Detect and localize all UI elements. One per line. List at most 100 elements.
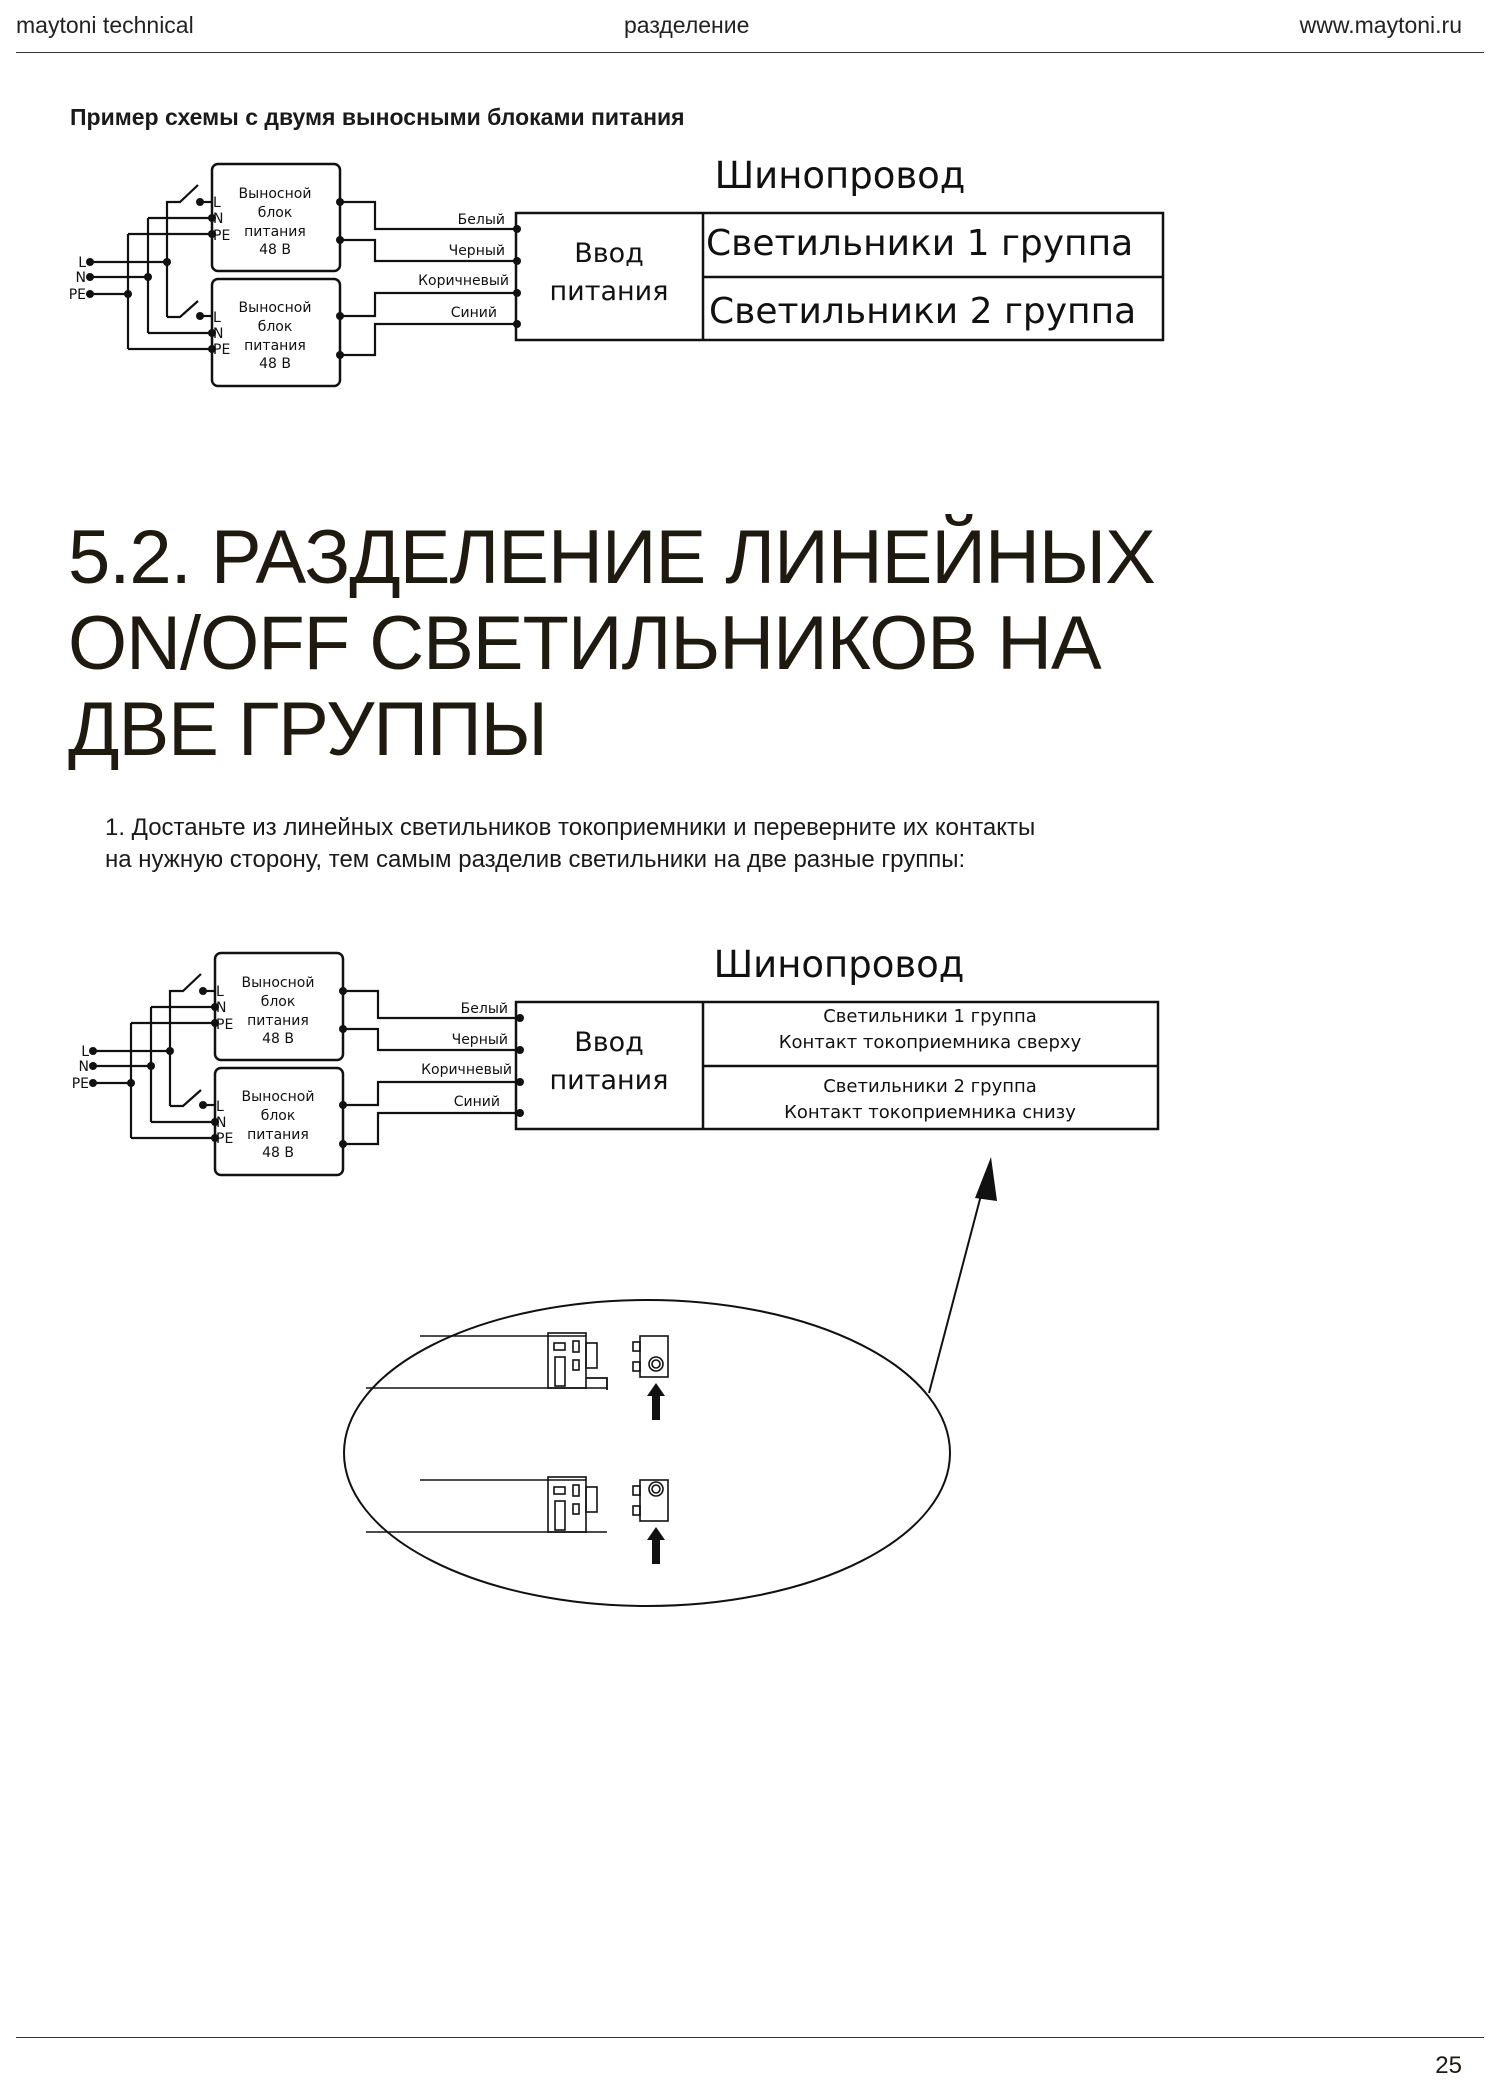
track-title: Шинопровод [715, 154, 966, 197]
callout-arrowhead [975, 1157, 997, 1201]
junction-dot [211, 1134, 219, 1142]
svg-text:питания: питания [550, 276, 669, 307]
svg-text:PE: PE [216, 1131, 233, 1147]
header-section: разделение [624, 12, 750, 38]
junction-dot [86, 290, 94, 298]
junction-dot [516, 1014, 524, 1022]
junction-dot [339, 1025, 347, 1033]
junction-dot [208, 329, 216, 337]
wiring-diagram-1: Выносной блок питания 48 В Выносной блок… [69, 154, 1165, 388]
wire [343, 1027, 520, 1052]
wire [343, 989, 520, 1020]
junction-dot [516, 1046, 524, 1054]
slot [553, 1342, 566, 1351]
junction-dot [336, 198, 344, 206]
group-1-contact-note: Контакт токоприемника сверху [779, 1032, 1082, 1053]
junction-dot [339, 987, 347, 995]
wire [167, 300, 199, 319]
power-input-label: Ввод [574, 238, 644, 269]
wire [343, 1111, 520, 1146]
group-2-label: Светильники 2 группа [823, 1076, 1037, 1097]
wire [340, 322, 517, 357]
svg-text:PE: PE [213, 342, 230, 358]
diagram-caption: Пример схемы с двумя выносными блоками п… [70, 104, 685, 130]
svg-text:питания: питания [244, 338, 306, 354]
junction-dot [196, 198, 204, 206]
contact-pin [632, 1485, 641, 1496]
junction-dot [208, 230, 216, 238]
junction-dot [86, 273, 94, 281]
svg-text:48 В: 48 В [262, 1031, 294, 1047]
junction-dot [166, 1047, 174, 1055]
junction-dot [336, 236, 344, 244]
svg-text:PE: PE [216, 1017, 233, 1033]
svg-text:48 В: 48 В [262, 1145, 294, 1161]
contact-ring [648, 1481, 664, 1497]
wire [170, 1089, 202, 1108]
svg-text:N: N [216, 1115, 226, 1131]
svg-text:N: N [76, 270, 86, 286]
header-divider [16, 52, 1484, 53]
svg-text:PE: PE [72, 1076, 89, 1092]
junction-dot [516, 1109, 524, 1117]
junction-dot [127, 1079, 135, 1087]
wire-blue-label: Синий [451, 305, 497, 321]
svg-text:Выносной: Выносной [239, 186, 312, 202]
slot [572, 1484, 580, 1497]
wire [340, 238, 517, 263]
wire [343, 1080, 520, 1107]
wire-black-label: Черный [449, 243, 505, 259]
contact-pin [632, 1361, 641, 1372]
detail-ellipse [343, 1299, 951, 1607]
junction-dot [144, 273, 152, 281]
up-arrow-icon [647, 1527, 665, 1564]
wire-brown-label: Коричневый [418, 273, 509, 289]
slot [553, 1486, 566, 1495]
wire [340, 200, 517, 231]
svg-text:питания: питания [247, 1127, 309, 1143]
current-collector-tab [585, 1342, 598, 1369]
header-brand: maytoni technical [16, 12, 194, 38]
junction-dot [516, 1078, 524, 1086]
latch [554, 1500, 566, 1531]
junction-dot [124, 290, 132, 298]
wire [340, 291, 517, 318]
contact-ring [651, 1359, 661, 1369]
contact-ring [651, 1484, 661, 1494]
svg-text:N: N [216, 1000, 226, 1016]
slot [572, 1340, 580, 1353]
slot [572, 1359, 580, 1371]
svg-text:L: L [216, 1099, 224, 1115]
svg-text:Выносной: Выносной [242, 1089, 315, 1105]
junction-dot [147, 1062, 155, 1070]
step-1-text: 1. Достаньте из линейных светильников то… [105, 814, 1036, 873]
contact-pin [632, 1505, 641, 1516]
svg-text:питания: питания [244, 224, 306, 240]
svg-text:N: N [79, 1059, 89, 1075]
section-heading: 5.2. РАЗДЕЛЕНИЕ ЛИНЕЙНЫХ ON/OFF СВЕТИЛЬН… [68, 515, 1156, 772]
junction-dot [163, 258, 171, 266]
current-collector [547, 1476, 587, 1533]
junction-dot [211, 1003, 219, 1011]
slot [572, 1503, 580, 1515]
junction-dot [336, 312, 344, 320]
footer-divider [16, 2037, 1484, 2038]
contact-pin [632, 1341, 641, 1352]
svg-text:48 В: 48 В [259, 356, 291, 372]
svg-text:питания: питания [247, 1013, 309, 1029]
svg-text:48 В: 48 В [259, 242, 291, 258]
svg-text:L: L [213, 310, 221, 326]
connector-detail-callout [343, 1157, 997, 1607]
junction-dot [86, 258, 94, 266]
svg-text:N: N [213, 211, 223, 227]
svg-text:L: L [216, 984, 224, 1000]
junction-dot [211, 1019, 219, 1027]
svg-text:Коричневый: Коричневый [421, 1062, 512, 1078]
svg-text:L: L [213, 195, 221, 211]
svg-text:питания: питания [550, 1065, 669, 1096]
psu-2-label: Выносной блок питания 48 В [239, 300, 312, 372]
junction-dot [211, 1118, 219, 1126]
junction-dot [208, 345, 216, 353]
current-collector [547, 1332, 587, 1389]
